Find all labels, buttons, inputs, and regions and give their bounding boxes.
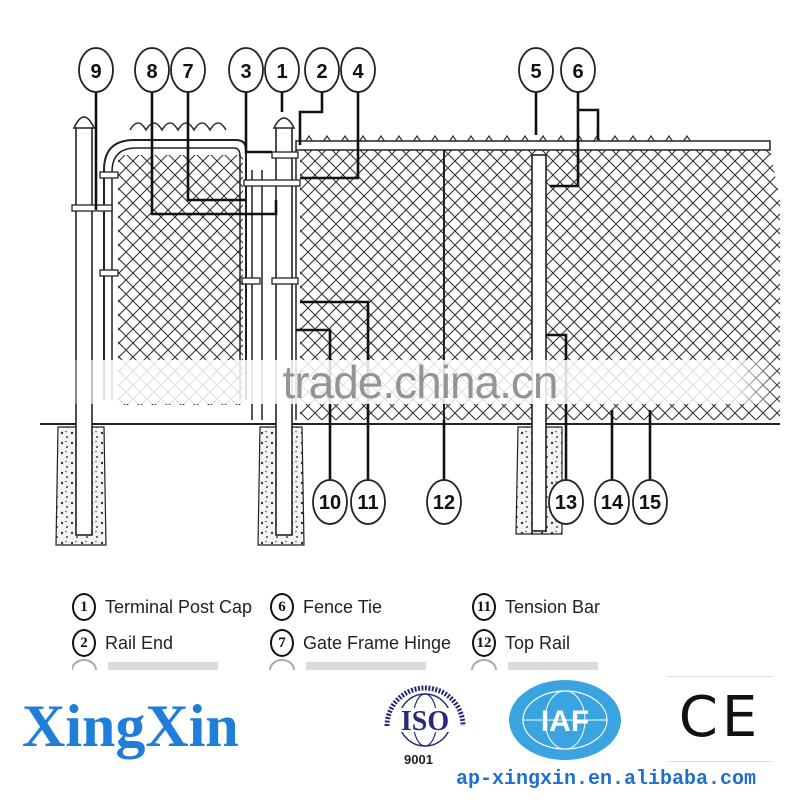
legend-item-7: 7 Gate Frame Hinge	[270, 628, 451, 658]
legend-item-2: 2 Rail End	[72, 628, 173, 658]
legend-cut-off-row	[72, 656, 632, 670]
iso-logo-icon: ISO	[384, 685, 466, 747]
iso-number: 9001	[404, 752, 433, 767]
terminal-post-left	[75, 124, 93, 536]
ce-mark: CE	[668, 676, 772, 762]
callouts-top: 9 8 7 3 1 2 4 5 6	[78, 47, 596, 93]
legend-label: Tension Bar	[505, 596, 601, 617]
legend-number: 1	[72, 593, 96, 621]
svg-text:ISO: ISO	[401, 706, 449, 737]
callouts-bottom: 10 11 12 13 14 15	[312, 479, 668, 525]
brand-logo: XingXin	[22, 693, 239, 759]
callout-15: 15	[639, 492, 661, 514]
callout-6: 6	[572, 61, 583, 83]
callout-5: 5	[530, 61, 541, 83]
post-cap-gate	[272, 117, 296, 129]
callout-9: 9	[90, 61, 101, 83]
line-post	[531, 154, 547, 532]
store-url[interactable]: ap-xingxin.en.alibaba.com	[456, 768, 757, 791]
legend-item-12: 12 Top Rail	[472, 628, 570, 658]
parts-legend: 1 Terminal Post Cap 2 Rail End 6 Fence T…	[72, 592, 632, 672]
watermark-text: trade.china.cn	[282, 356, 559, 408]
legend-number: 6	[270, 593, 294, 621]
brand-footer: XingXin ISO 9001 IAF CE ap-xingxin.en.al…	[0, 672, 800, 800]
callout-7: 7	[182, 61, 193, 83]
watermark-band	[60, 360, 780, 404]
callout-10: 10	[319, 492, 341, 514]
callout-1: 1	[276, 61, 287, 83]
fence-diagram: 9 8 7 3 1 2 4 5 6 10 11 12 13 14 15	[40, 47, 780, 546]
ce-mark-text: CE	[678, 685, 762, 750]
gate-barbed-wire	[129, 122, 227, 132]
callout-3: 3	[240, 61, 251, 83]
legend-number: 12	[472, 629, 496, 657]
callout-12: 12	[433, 492, 455, 514]
legend-label: Top Rail	[505, 632, 571, 653]
post-cap-left	[72, 116, 96, 129]
legend-item-6: 6 Fence Tie	[270, 592, 382, 622]
watermark: trade.china.cn	[60, 352, 780, 412]
callout-2: 2	[316, 61, 327, 83]
callout-13: 13	[555, 492, 577, 514]
legend-label: Rail End	[105, 632, 174, 653]
legend-number: 2	[72, 629, 96, 657]
legend-label: Gate Frame Hinge	[303, 632, 452, 653]
callout-8: 8	[146, 61, 157, 83]
legend-label: Terminal Post Cap	[105, 596, 253, 617]
leader-lines-bottom	[296, 300, 652, 480]
callout-11: 11	[357, 492, 378, 514]
leader-lines-top	[94, 92, 600, 216]
callout-14: 14	[601, 492, 624, 514]
iaf-logo-icon: IAF	[509, 680, 621, 760]
fence-knuckles	[304, 134, 692, 143]
callout-4: 4	[352, 61, 364, 83]
legend-item-1: 1 Terminal Post Cap	[72, 592, 252, 622]
legend-label: Fence Tie	[303, 596, 383, 617]
top-rail	[295, 140, 771, 151]
svg-text:IAF: IAF	[541, 705, 589, 738]
legend-number: 7	[270, 629, 294, 657]
legend-number: 11	[472, 593, 496, 621]
legend-item-11: 11 Tension Bar	[472, 592, 600, 622]
